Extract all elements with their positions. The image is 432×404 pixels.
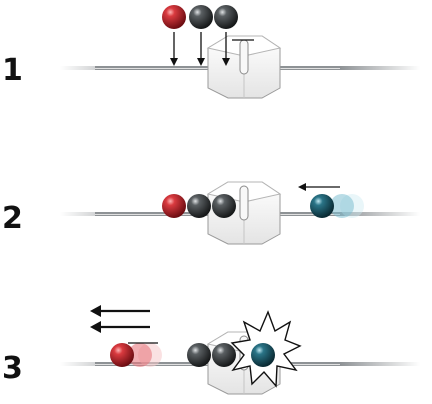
down-arrows-1 <box>170 32 254 66</box>
rail-2 <box>60 212 420 216</box>
step-2: 2 <box>2 181 420 245</box>
step-number-3: 3 <box>2 351 23 386</box>
gray-ball-2b <box>212 194 236 218</box>
red-ball-2 <box>162 194 186 218</box>
gray-ball-1b <box>214 5 238 29</box>
step-3: 3 <box>2 305 420 395</box>
teal-ball-3 <box>251 343 275 367</box>
step-number-2: 2 <box>2 201 23 236</box>
red-ball-1 <box>162 5 186 29</box>
center-block-1 <box>206 35 282 99</box>
teal-ball-trail-2 <box>330 194 364 218</box>
gray-ball-1a <box>189 5 213 29</box>
left-arrow-2 <box>298 183 340 191</box>
teal-ball-2 <box>310 194 334 218</box>
step-number-1: 1 <box>2 53 23 88</box>
gray-ball-3b <box>212 343 236 367</box>
red-ball-trail-3 <box>128 343 162 367</box>
gray-ball-3a <box>187 343 211 367</box>
gray-ball-2a <box>187 194 211 218</box>
step-1: 1 <box>2 5 420 99</box>
rail-1 <box>60 66 420 70</box>
left-arrows-3 <box>90 305 158 344</box>
red-ball-3 <box>110 343 134 367</box>
